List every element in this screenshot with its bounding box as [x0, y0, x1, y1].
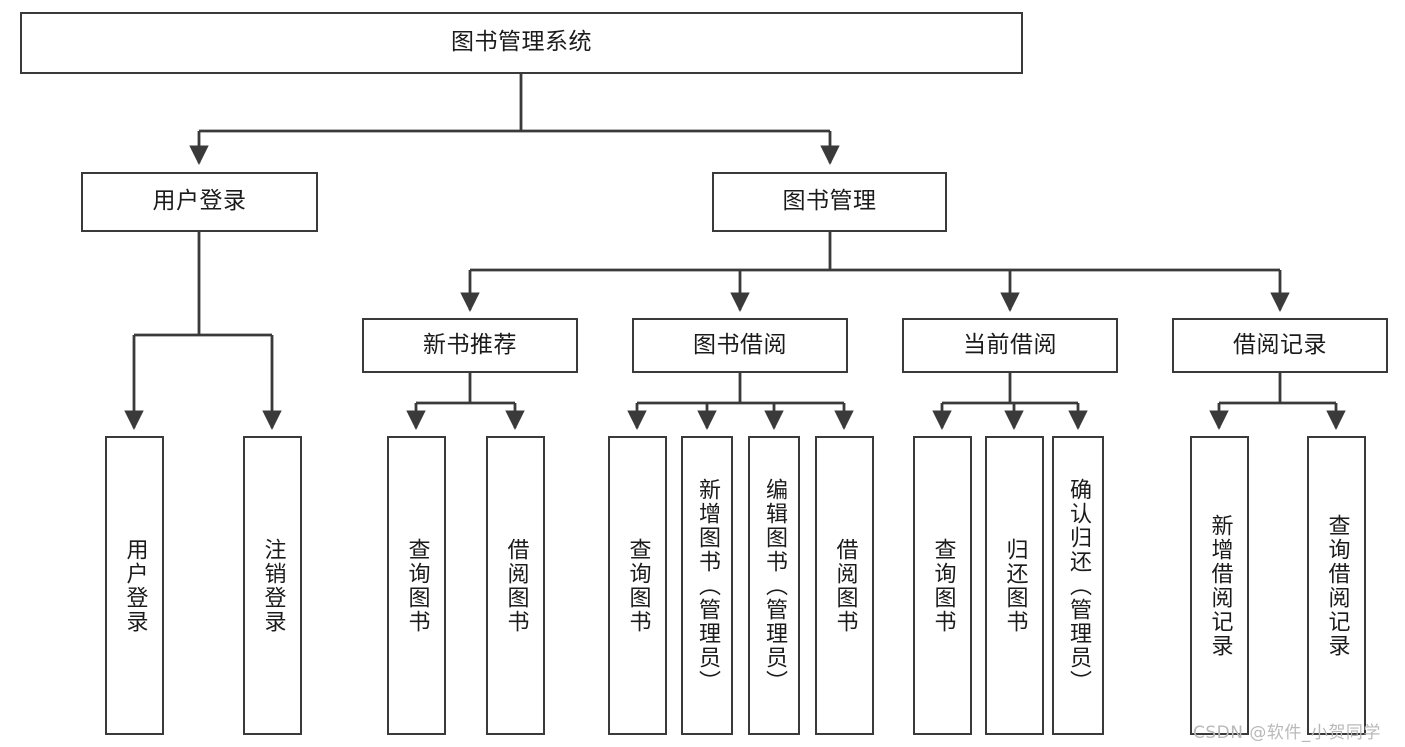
leaf-add-borrow-record[interactable]: 新增借阅记录: [1190, 436, 1249, 735]
leaf-edit-book-admin[interactable]: 编辑图书（管理员）: [748, 436, 800, 735]
node-label: 图书管理系统: [451, 29, 592, 56]
node-label: 编辑图书（管理员）: [761, 477, 787, 694]
node-label: 当前借阅: [963, 331, 1057, 358]
node-label: 新增借阅记录: [1207, 513, 1233, 658]
node-label: 确认归还（管理员）: [1065, 477, 1091, 694]
leaf-logout[interactable]: 注销登录: [243, 436, 302, 735]
node-new-book-recommend[interactable]: 新书推荐: [362, 318, 578, 373]
node-label: 查询图书: [930, 537, 956, 634]
node-label: 用户登录: [152, 188, 247, 215]
node-label: 用户登录: [122, 537, 148, 634]
node-current-borrow[interactable]: 当前借阅: [902, 318, 1118, 373]
node-label: 注销登录: [260, 537, 286, 634]
node-label: 查询图书: [404, 537, 430, 634]
node-label: 图书借阅: [693, 331, 787, 358]
node-label: 查询借阅记录: [1324, 513, 1350, 658]
leaf-query-book-1[interactable]: 查询图书: [387, 436, 446, 735]
csdn-watermark: CSDN @软件_小贺同学: [1193, 723, 1381, 743]
node-label: 借阅图书: [503, 537, 529, 634]
node-borrow-record[interactable]: 借阅记录: [1172, 318, 1388, 373]
leaf-confirm-return-admin[interactable]: 确认归还（管理员）: [1052, 436, 1104, 735]
node-label: 新书推荐: [423, 331, 517, 358]
leaf-query-book-3[interactable]: 查询图书: [913, 436, 972, 735]
node-book-borrow[interactable]: 图书借阅: [632, 318, 848, 373]
node-user-login[interactable]: 用户登录: [81, 172, 318, 232]
node-label: 借阅记录: [1233, 331, 1327, 358]
node-label: 查询图书: [625, 537, 651, 634]
leaf-query-borrow-record[interactable]: 查询借阅记录: [1307, 436, 1366, 735]
node-label: 图书管理: [782, 188, 877, 215]
leaf-query-book-2[interactable]: 查询图书: [608, 436, 667, 735]
node-label: 新增图书（管理员）: [694, 477, 720, 694]
node-book-management[interactable]: 图书管理: [712, 172, 947, 232]
node-book-management-system[interactable]: 图书管理系统: [20, 12, 1023, 74]
leaf-user-login[interactable]: 用户登录: [105, 436, 164, 735]
leaf-add-book-admin[interactable]: 新增图书（管理员）: [681, 436, 733, 735]
node-label: 归还图书: [1002, 537, 1028, 634]
leaf-return-book[interactable]: 归还图书: [985, 436, 1044, 735]
leaf-borrow-book-2[interactable]: 借阅图书: [815, 436, 874, 735]
leaf-borrow-book-1[interactable]: 借阅图书: [486, 436, 545, 735]
node-label: 借阅图书: [832, 537, 858, 634]
